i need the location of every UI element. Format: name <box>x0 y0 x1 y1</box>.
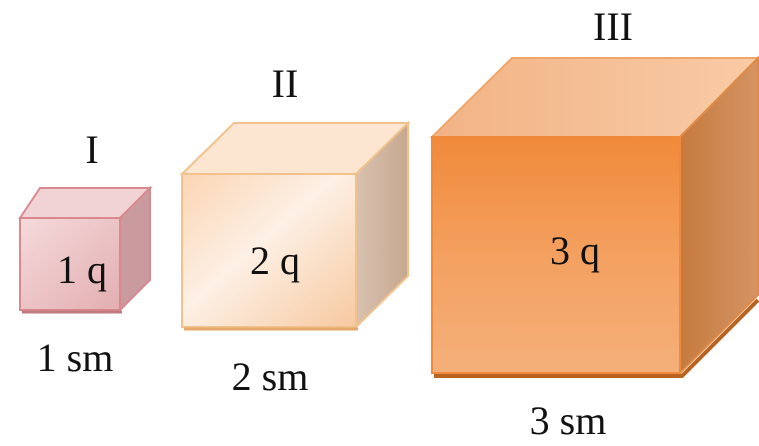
cube-2 <box>179 120 411 331</box>
cube-3-front-face <box>431 136 681 374</box>
cube-3-edge-label: 3 sm <box>530 398 607 443</box>
cube-1-front-face <box>19 217 121 311</box>
cube-3 <box>429 55 759 378</box>
cube-1-edge-label: 1 sm <box>37 335 114 380</box>
cube-2-edge-label: 2 sm <box>232 354 309 399</box>
cube-2-roman-label: II <box>272 61 299 106</box>
cube-3-face-label: 3 q <box>550 228 600 273</box>
cube-2-front-face <box>181 173 357 328</box>
cube-1-face-label: 1 q <box>57 247 107 292</box>
cube-3-roman-label: III <box>593 4 633 49</box>
cube-2-face-label: 2 q <box>250 238 300 283</box>
cube-1-roman-label: I <box>85 127 98 172</box>
cube-1 <box>18 185 153 314</box>
cube-3-bottom-edge <box>434 298 759 378</box>
